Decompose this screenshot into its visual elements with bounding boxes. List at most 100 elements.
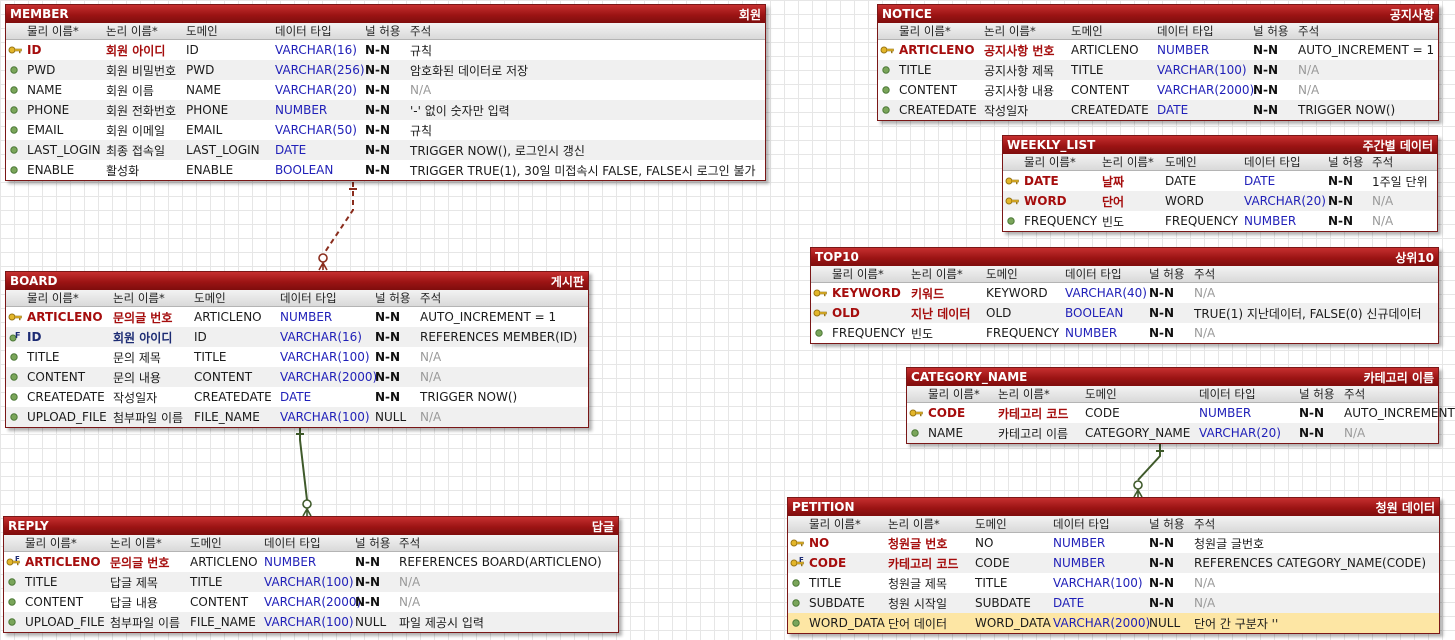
attribute-logical: 단어 데이터	[888, 616, 948, 631]
entity-title: 카테고리 이름	[1363, 370, 1434, 385]
attribute-comment: REFERENCES CATEGORY_NAME(CODE)	[1194, 556, 1427, 570]
attribute-nullable: N-N	[1149, 286, 1175, 300]
entity-name: WEEKLY_LIST	[1007, 138, 1096, 152]
attribute-comment: N/A	[410, 83, 432, 97]
attribute-datatype: DATE	[280, 390, 312, 404]
attribute-datatype: VARCHAR(40)	[1065, 286, 1147, 300]
attribute-domain: FILE_NAME	[190, 615, 256, 629]
attribute-comment: 암호화된 데이터로 저장	[410, 63, 529, 78]
attribute-datatype: NUMBER	[280, 310, 333, 324]
column-header-icon-spacer	[4, 535, 22, 551]
attribute-datatype: NUMBER	[1053, 536, 1106, 550]
relationship-category_name-petition[interactable]	[1133, 443, 1164, 498]
attribute-datatype: VARCHAR(2000)	[264, 595, 362, 609]
attribute-icon	[6, 407, 24, 427]
attribute-domain: EMAIL	[186, 123, 223, 137]
column-header-datatype: 데이터 타입	[1053, 517, 1110, 531]
attribute-datatype: DATE	[1244, 174, 1276, 188]
attribute-nullable: N-N	[1299, 426, 1325, 440]
column-header-nullable: 널 허용	[1253, 24, 1289, 38]
relationship-member-board[interactable]	[318, 182, 357, 271]
attribute-domain: CONTENT	[1071, 83, 1130, 97]
attribute-nullable: NULL	[1149, 616, 1181, 630]
relationship-line	[322, 182, 354, 256]
attribute-logical: 카테고리 코드	[998, 406, 1069, 421]
attribute-domain: WORD_DATA	[975, 616, 1051, 630]
column-header-domain: 도메인	[1085, 387, 1117, 401]
column-header-logical: 논리 이름*	[998, 387, 1050, 401]
entity-title: 상위10	[1395, 250, 1434, 265]
attribute-physical: TITLE	[27, 350, 60, 364]
attribute-logical: 최종 접속일	[106, 143, 166, 158]
column-header-physical: 물리 이름*	[899, 24, 951, 38]
attribute-datatype: VARCHAR(100)	[280, 410, 370, 424]
attribute-domain: FREQUENCY	[986, 326, 1060, 340]
column-header-nullable: 널 허용	[1299, 387, 1335, 401]
attribute-datatype: NUMBER	[275, 103, 328, 117]
column-header-comment: 주석	[1344, 387, 1366, 401]
attribute-nullable: N-N	[355, 595, 381, 609]
attribute-domain: NO	[975, 536, 994, 550]
column-header-icon-spacer	[1003, 154, 1021, 170]
relationship-board-reply[interactable]	[296, 427, 312, 517]
attribute-physical: TITLE	[25, 575, 58, 589]
attribute-logical: 청원글 제목	[888, 576, 948, 591]
attribute-physical: ID	[27, 330, 42, 344]
column-header-physical: 물리 이름*	[27, 291, 79, 305]
column-header-physical: 물리 이름*	[832, 267, 884, 281]
entity-title: 회원	[738, 7, 761, 22]
column-header-comment: 주석	[1194, 517, 1216, 531]
attribute-datatype: BOOLEAN	[275, 163, 334, 177]
